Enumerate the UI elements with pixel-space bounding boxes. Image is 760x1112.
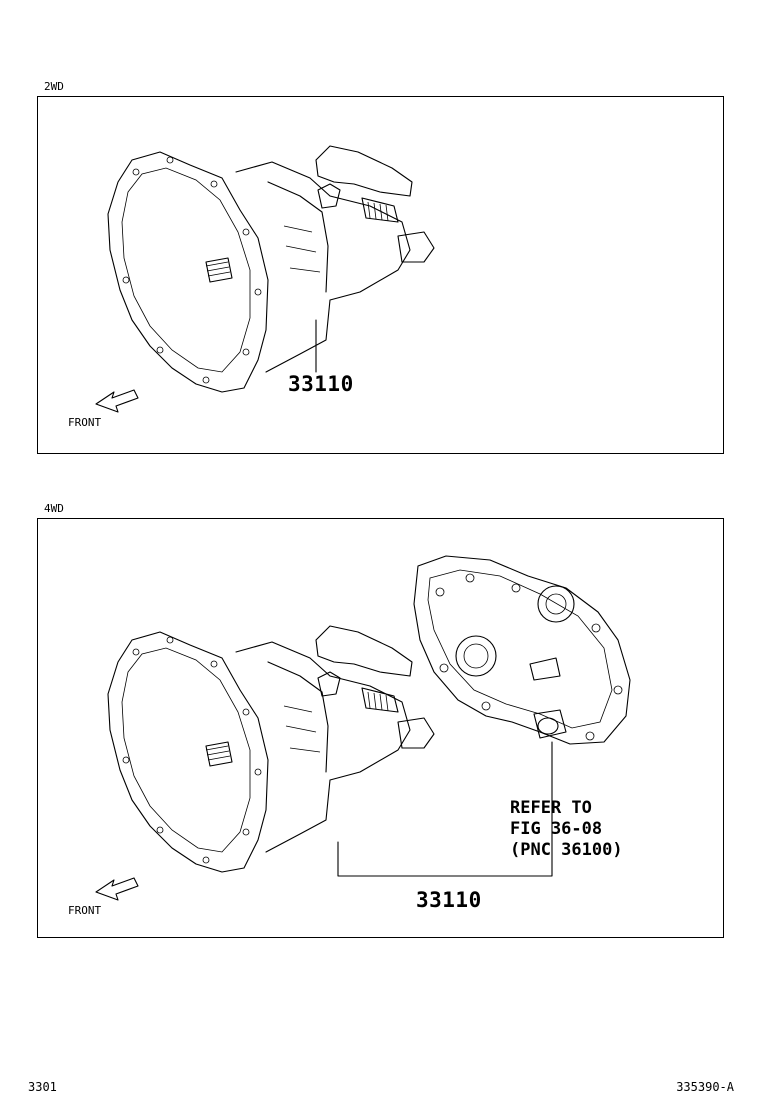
panel-4wd [37, 518, 724, 938]
footer-illustration-code: 335390-A [676, 1080, 734, 1094]
footer-page-code: 3301 [28, 1080, 57, 1094]
refer-note-line-2: FIG 36-08 [510, 819, 603, 839]
transmission-illustration-4wd [107, 625, 435, 873]
panel-label-4wd: 4WD [44, 502, 64, 515]
panel-label-2wd: 2WD [44, 80, 64, 93]
front-arrow-icon-4wd [95, 877, 139, 901]
leader-bracket-4wd [337, 741, 553, 877]
transmission-illustration-2wd [95, 145, 435, 413]
front-label-2wd: FRONT [68, 416, 102, 429]
part-number-2wd[interactable]: 33110 [288, 372, 354, 396]
transfer-case-illustration [413, 555, 631, 745]
panel-2wd [37, 96, 724, 454]
front-arrow-icon-2wd [95, 389, 139, 413]
front-label-4wd: FRONT [68, 904, 102, 917]
refer-note-line-1: REFER TO [510, 798, 592, 818]
part-number-4wd[interactable]: 33110 [416, 888, 482, 912]
refer-note-line-3: (PNC 36100) [510, 840, 623, 860]
